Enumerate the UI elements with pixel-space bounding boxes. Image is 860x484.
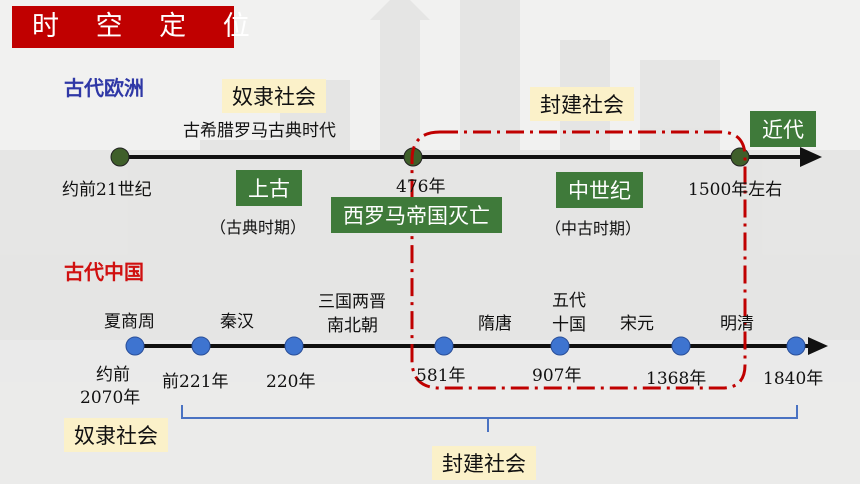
- feudal-period-dashed-box: [410, 130, 747, 390]
- china-timeline-arrowhead: [808, 337, 828, 355]
- china-period-wudai-line1: 五代: [552, 291, 586, 311]
- china-period-brace: [181, 405, 798, 432]
- europe-feudal-society-tag: 封建社会: [530, 87, 634, 121]
- china-node-1840: [786, 336, 806, 356]
- china-period-xsz: 夏商周: [104, 312, 155, 332]
- china-period-wudai-line2: 十国: [552, 315, 586, 335]
- china-slavery-society-tag: 奴隶社会: [64, 418, 168, 452]
- china-node-1368: [671, 336, 691, 356]
- europe-node-1500: [730, 147, 750, 167]
- europe-start-date: 约前21世纪: [62, 180, 152, 200]
- china-date-1840: 1840年: [763, 369, 824, 389]
- china-period-sanguo-line2: 南北朝: [327, 316, 378, 336]
- europe-ancient-tag: 上古: [236, 170, 302, 206]
- china-period-mingqing: 明清: [720, 314, 754, 334]
- china-period-qinhan: 秦汉: [220, 312, 254, 332]
- europe-modern-tag: 近代: [750, 111, 816, 147]
- europe-row-label: 古代欧洲: [64, 76, 144, 100]
- europe-timeline-arrowhead: [800, 147, 822, 167]
- europe-date-476: 476年: [396, 177, 446, 197]
- china-node-221bc: [191, 336, 211, 356]
- china-date-581: 581年: [416, 366, 466, 386]
- china-node-220: [284, 336, 304, 356]
- china-date-220: 220年: [266, 372, 316, 392]
- china-node-581: [434, 336, 454, 356]
- china-date-1368: 1368年: [646, 369, 707, 389]
- china-row-label: 古代中国: [64, 260, 144, 284]
- europe-ancient-subtitle: （古典时期）: [210, 218, 307, 237]
- europe-node-start: [110, 147, 130, 167]
- china-date-907: 907年: [532, 366, 582, 386]
- europe-middle-ages-tag: 中世纪: [556, 172, 643, 208]
- europe-event-476-tag: 西罗马帝国灭亡: [331, 197, 502, 233]
- china-date-start-line1: 约前: [96, 365, 130, 385]
- china-date-221bc: 前221年: [162, 372, 229, 392]
- china-feudal-society-tag: 封建社会: [432, 446, 536, 480]
- china-period-songyuan: 宋元: [620, 314, 654, 334]
- china-period-sanguo-line1: 三国两晋: [318, 292, 386, 312]
- europe-slavery-society-tag: 奴隶社会: [222, 79, 326, 113]
- europe-date-1500: 1500年左右: [688, 180, 783, 200]
- europe-middle-ages-subtitle: （中古时期）: [545, 219, 642, 238]
- europe-classical-era-label: 古希腊罗马古典时代: [183, 121, 336, 141]
- page-title: 时 空 定 位: [12, 6, 250, 48]
- china-date-start-line2: 2070年: [80, 388, 141, 408]
- china-node-907: [550, 336, 570, 356]
- china-node-start: [125, 336, 145, 356]
- china-period-suitang: 隋唐: [478, 314, 512, 334]
